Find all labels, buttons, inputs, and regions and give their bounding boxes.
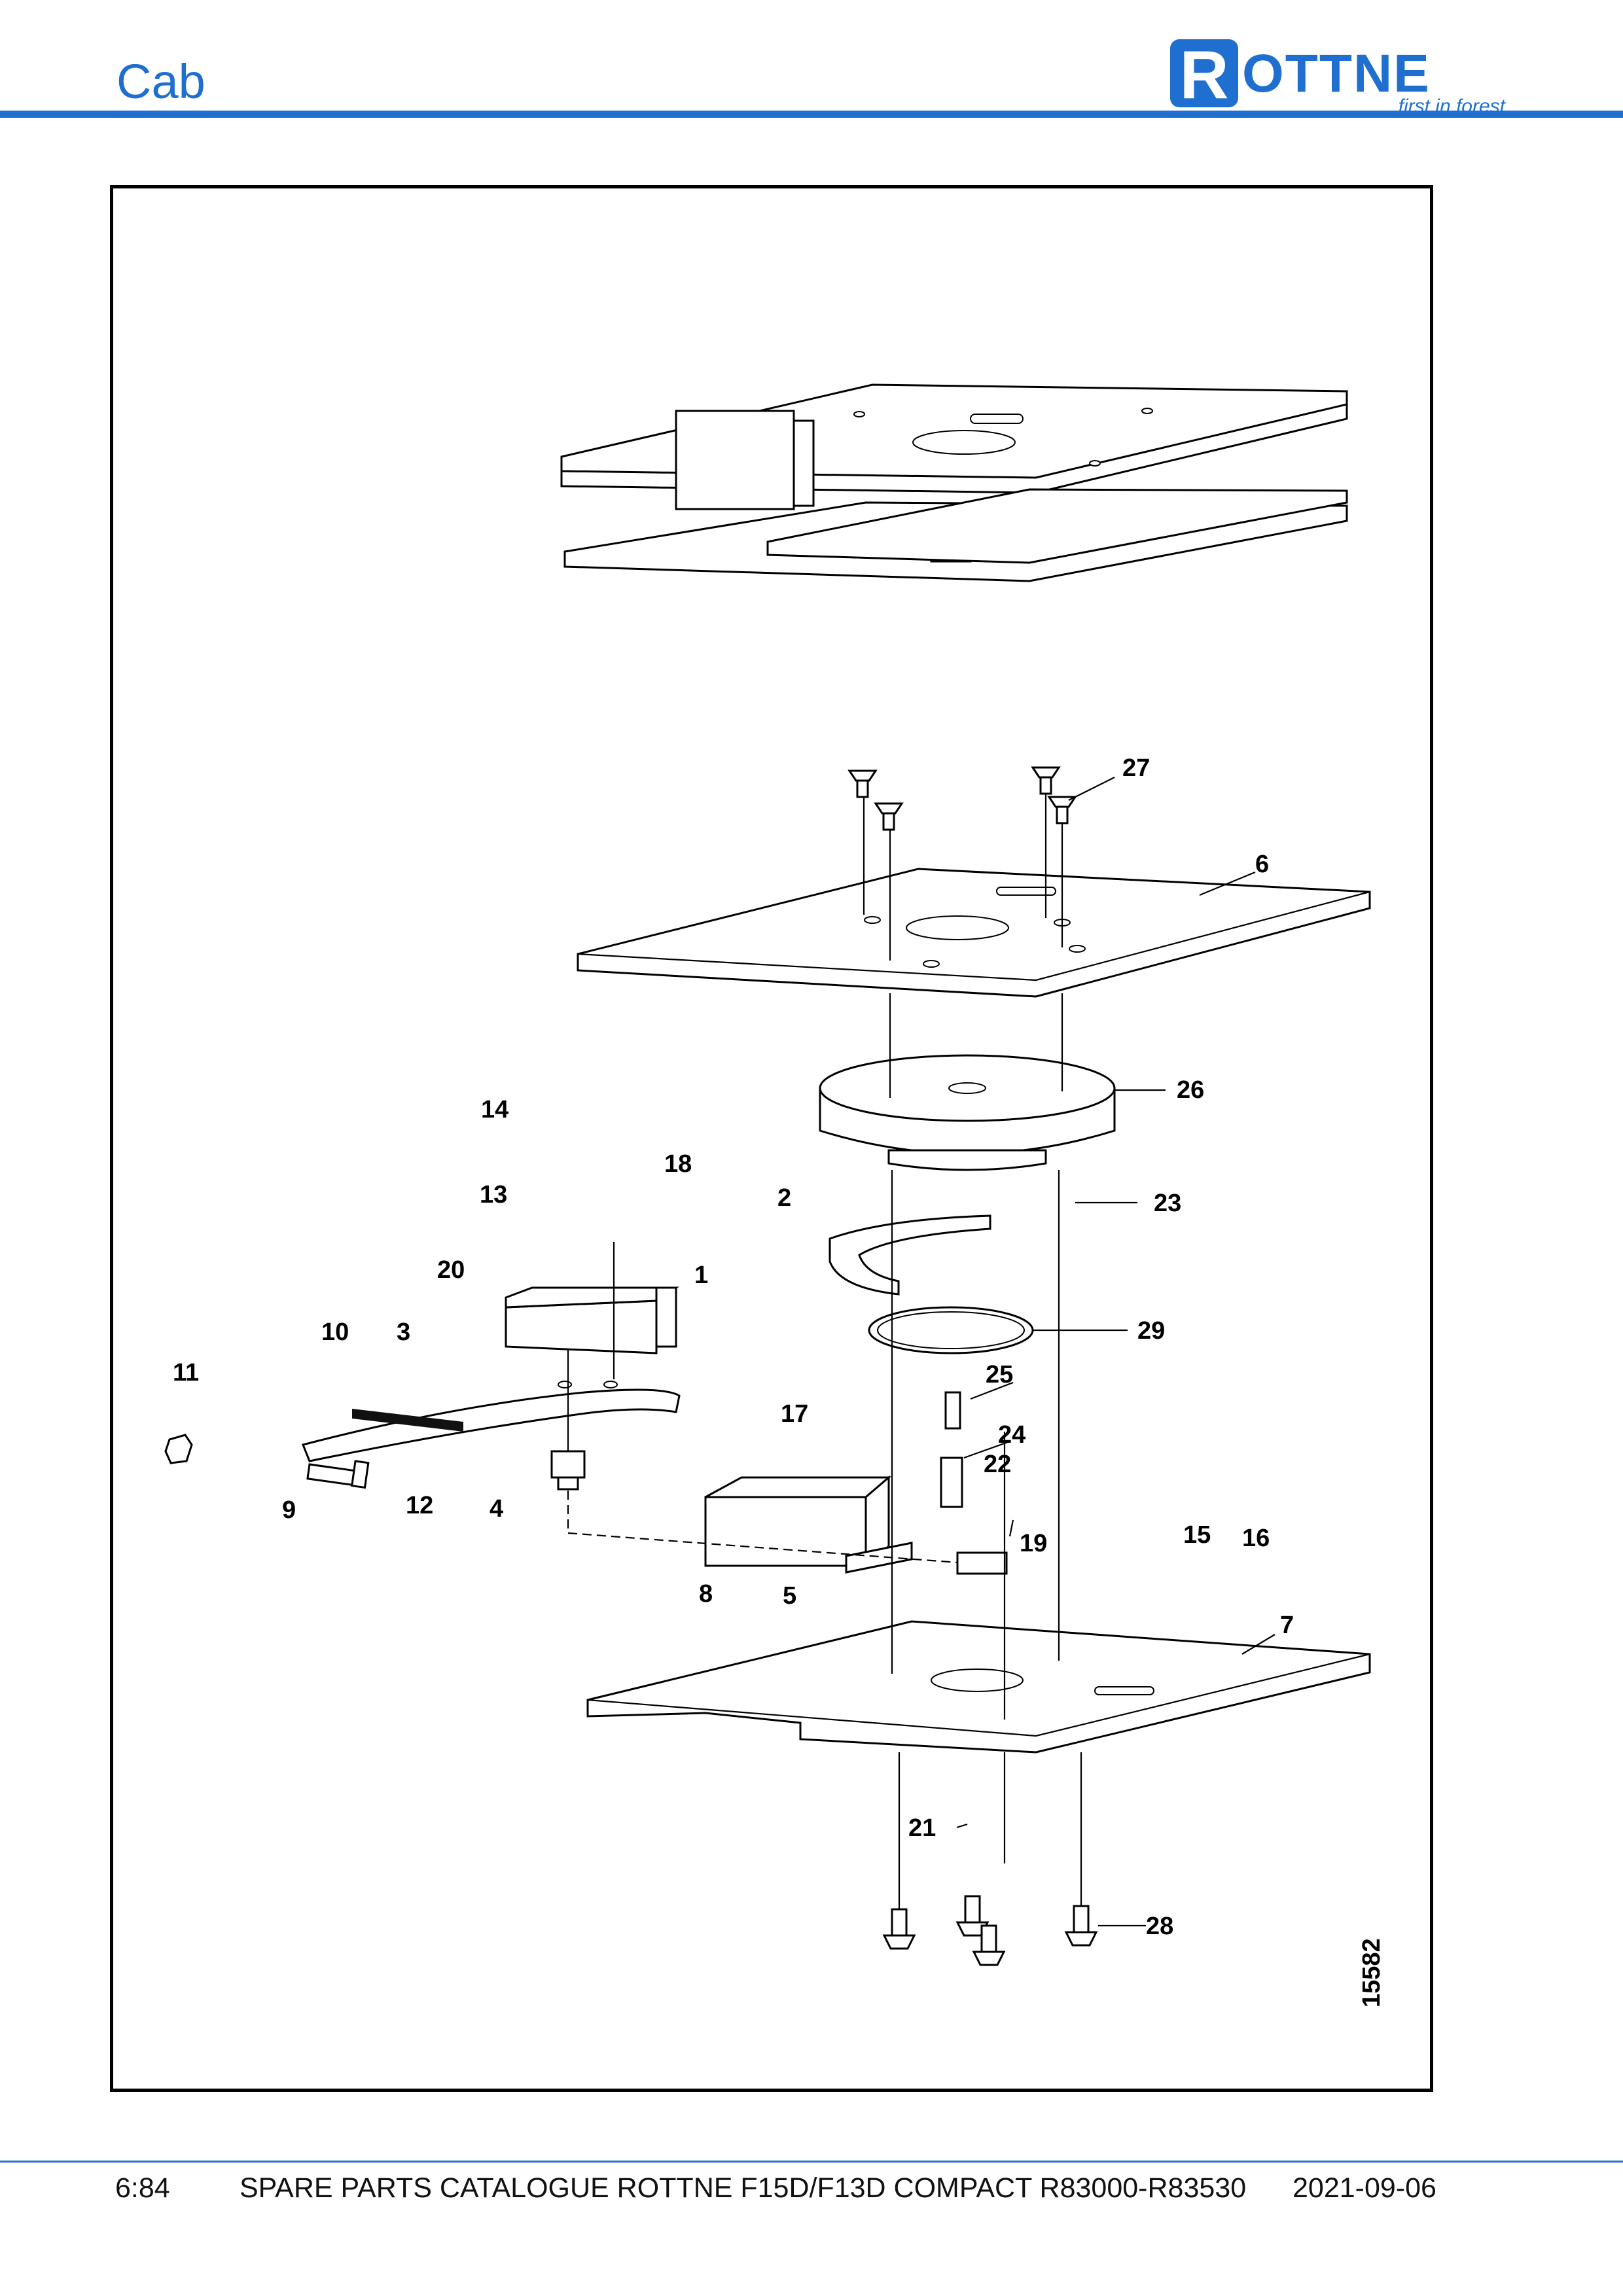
callout-1: 1 <box>694 1262 708 1289</box>
callout-12: 12 <box>406 1492 433 1519</box>
header-rule <box>0 111 1623 118</box>
callout-25: 25 <box>986 1361 1013 1388</box>
logo-mark-bg <box>1170 39 1238 107</box>
callout-2: 2 <box>777 1184 791 1212</box>
callout-21: 21 <box>908 1814 936 1842</box>
callout-6: 6 <box>1255 851 1269 878</box>
callout-26: 26 <box>1177 1076 1204 1104</box>
footer-rule <box>0 2161 1623 2163</box>
callout-5: 5 <box>783 1582 796 1610</box>
callout-14: 14 <box>481 1096 508 1123</box>
callout-7: 7 <box>1280 1612 1294 1639</box>
callout-11: 11 <box>173 1359 199 1386</box>
exploded-view-drawing: 27 6 26 14 18 23 13 2 20 1 10 3 29 11 25… <box>164 383 1385 2007</box>
page-title: Cab <box>116 54 205 109</box>
callout-24: 24 <box>998 1421 1026 1449</box>
callout-leaders <box>956 777 1275 1927</box>
callout-15: 15 <box>1183 1521 1211 1549</box>
part-6-top-plate <box>577 868 1371 998</box>
footer-catalogue-title: SPARE PARTS CATALOGUE ROTTNE F15D/F13D C… <box>240 2172 1247 2204</box>
drawing-number: 15582 <box>1358 1938 1385 2007</box>
part-4-ball-joint <box>550 1450 586 1491</box>
assembly-axis-lines <box>567 794 1082 1909</box>
callout-28: 28 <box>1146 1913 1173 1940</box>
callout-13: 13 <box>480 1181 507 1209</box>
part-19-switch <box>956 1551 1008 1575</box>
callout-3: 3 <box>397 1318 410 1346</box>
part-11-nut <box>164 1434 193 1464</box>
callout-29: 29 <box>1137 1317 1165 1345</box>
part-27-screws <box>847 766 1077 831</box>
part-12-spring <box>352 1409 463 1432</box>
footer-page-number: 6:84 <box>115 2172 170 2204</box>
part-8-5-actuator <box>704 1475 913 1574</box>
callout-18: 18 <box>664 1150 692 1178</box>
part-9-bolt <box>306 1460 370 1489</box>
callout-27: 27 <box>1122 754 1150 782</box>
callout-19: 19 <box>1020 1530 1047 1557</box>
part-24-22-sleeve <box>940 1391 963 1508</box>
callout-17: 17 <box>781 1400 808 1428</box>
part-20-1-block <box>505 1286 679 1354</box>
callout-10: 10 <box>321 1318 349 1346</box>
logo-wordmark: OTTNE <box>1242 44 1431 103</box>
logo-mark-letter: R <box>1179 37 1228 113</box>
rottne-logo: R OTTNE first in forest <box>1170 37 1507 117</box>
callout-8: 8 <box>699 1580 713 1608</box>
callout-16: 16 <box>1242 1525 1270 1552</box>
part-28-screws <box>882 1895 1098 1966</box>
callout-numbers: 27 6 26 14 18 23 13 2 20 1 10 3 29 11 25… <box>173 754 1294 1940</box>
part-7-base-plate <box>586 1620 1371 1754</box>
part-29-seal-ring <box>868 1306 1034 1354</box>
callout-20: 20 <box>437 1256 465 1284</box>
part-2-bracket <box>829 1214 991 1296</box>
part-26-slewing-ring <box>819 1054 1116 1171</box>
exploded-view-frame: 27 6 26 14 18 23 13 2 20 1 10 3 29 11 25… <box>110 185 1433 2092</box>
callout-22: 22 <box>984 1451 1011 1478</box>
callout-23: 23 <box>1154 1190 1181 1217</box>
callout-4: 4 <box>490 1495 503 1523</box>
callout-9: 9 <box>282 1496 296 1524</box>
footer-date: 2021-09-06 <box>1293 2172 1436 2204</box>
part-3-lever-arm <box>301 1381 681 1462</box>
assembled-unit-illustration <box>560 383 1348 582</box>
